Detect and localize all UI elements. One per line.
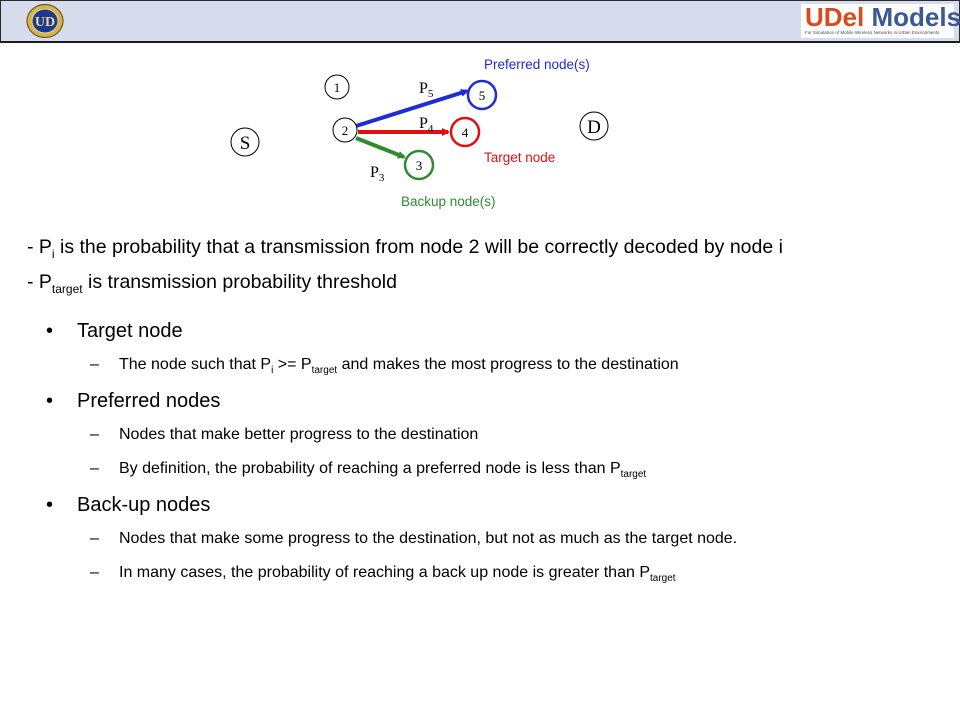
node-s: S: [230, 127, 260, 157]
edge-label-p5: P5: [419, 80, 434, 100]
node-s-label: S: [240, 133, 251, 154]
annotation-backup: Backup node(s): [401, 194, 496, 209]
edge-label-p3: P3: [370, 164, 385, 184]
annotation-preferred: Preferred node(s): [484, 57, 590, 72]
bullet-target-node: • Target node: [46, 320, 183, 342]
node-5-label: 5: [479, 88, 486, 103]
node-1-label: 1: [334, 80, 341, 95]
bullet-backup-nodes: • Back-up nodes: [46, 494, 211, 516]
bullet-title: Preferred nodes: [77, 390, 221, 412]
edge-p3-arrow: [355, 136, 406, 159]
node-diagram: S 1 2 5 4 3 D P5 P4 P3 Preferred node(s)…: [230, 57, 609, 209]
sub-bullet: – The node such that Pi >= Ptarget and m…: [90, 356, 679, 377]
logo-models-text: Models: [871, 2, 960, 32]
node-5: 5: [466, 79, 498, 111]
bullet-title: Target node: [77, 320, 183, 342]
node-2-label: 2: [342, 123, 349, 138]
definition-pi: - Pi is the probability that a transmiss…: [27, 236, 783, 261]
node-3-label: 3: [416, 158, 423, 173]
university-seal-icon: UD: [26, 3, 64, 39]
annotation-target: Target node: [484, 150, 555, 165]
logo-udel-text: UDel: [805, 2, 865, 32]
node-4-label: 4: [462, 125, 469, 140]
sub-bullet: – By definition, the probability of reac…: [90, 460, 647, 481]
bullet-list: • Target node – The node such that Pi >=…: [46, 320, 946, 598]
sub-bullet: – Nodes that make better progress to the…: [90, 426, 479, 443]
definition-ptarget: - Ptarget is transmission probability th…: [27, 270, 397, 296]
node-2: 2: [332, 117, 358, 143]
header-bar: UD UDel Models For Simulation of Mobile …: [0, 0, 960, 43]
node-d-label: D: [587, 117, 601, 138]
bullet-preferred-nodes: • Preferred nodes: [46, 390, 221, 412]
udel-models-logo: UDel Models For Simulation of Mobile Wir…: [801, 2, 960, 38]
logo-tagline: For Simulation of Mobile Wireless Networ…: [805, 30, 940, 35]
node-4: 4: [449, 116, 481, 148]
edge-label-p4: P4: [419, 115, 434, 135]
definitions: - Pi is the probability that a transmiss…: [27, 233, 783, 303]
node-1: 1: [324, 74, 350, 100]
sub-bullet: – In many cases, the probability of reac…: [90, 564, 676, 585]
seal-text: UD: [35, 15, 55, 30]
edge-p5-arrow: [355, 88, 469, 128]
sub-bullet: – Nodes that make some progress to the d…: [90, 530, 738, 547]
bullet-title: Back-up nodes: [77, 494, 211, 516]
node-d: D: [579, 111, 609, 141]
node-3: 3: [403, 149, 435, 181]
